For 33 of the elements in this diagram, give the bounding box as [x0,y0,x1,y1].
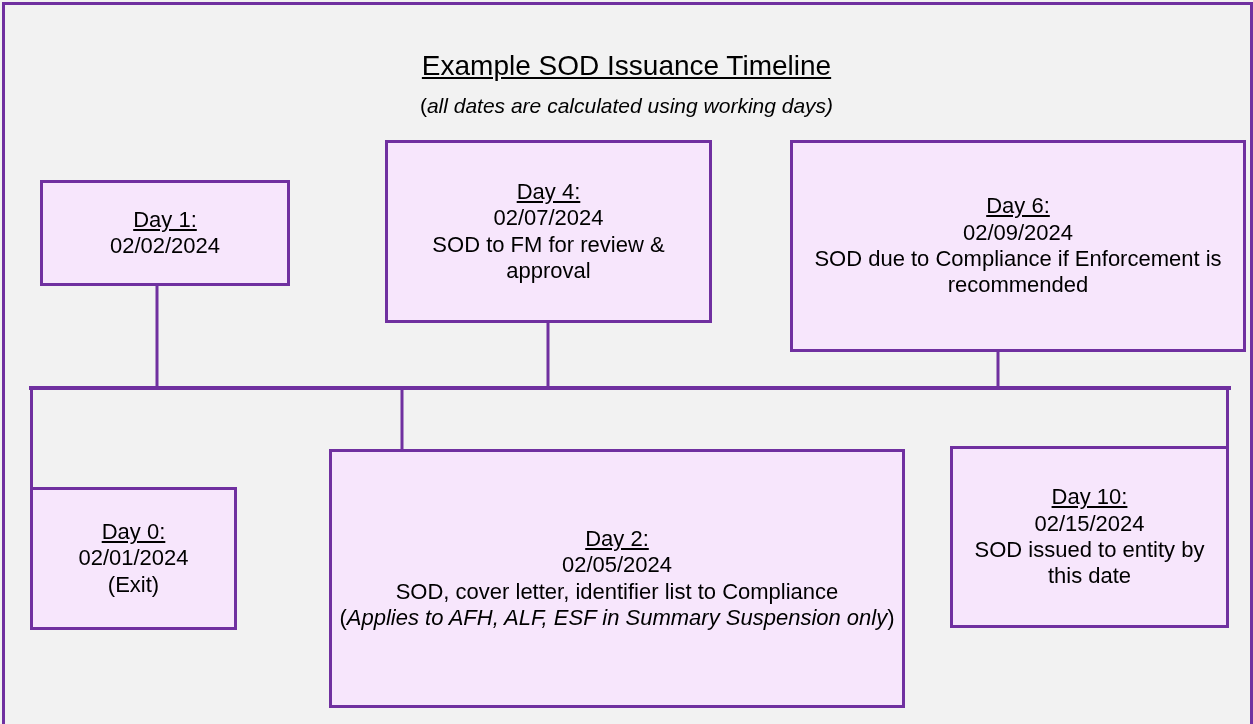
connector-line [996,352,1000,386]
date-box [30,487,237,630]
day-label: Day 0: [101,518,166,546]
timeline-bar [29,386,1231,390]
description-text: SOD due to Compliance if Enforcement is recommended [813,246,1223,299]
connector-line [30,390,33,487]
connector-line [1226,390,1229,446]
description-text: 02/15/2024 [1034,510,1145,537]
connector-line [546,323,550,386]
date-box [329,449,905,708]
description-text: 02/02/2024 [109,233,221,260]
date-box [40,180,290,286]
description-text: SOD, cover letter, identifier list to Compliance [395,578,839,605]
day-label: Day 10: [1051,484,1128,511]
description-text: 02/09/2024 [962,219,1074,246]
description-text: 02/05/2024 [561,552,673,579]
date-box [385,140,712,323]
day-label: Day 4: [516,178,581,206]
description-text: SOD issued to entity by this date [973,537,1206,590]
description-text: 02/07/2024 [493,205,604,232]
day-label: Day 2: [585,525,649,553]
description-text: (Applies to AFH, ALF, ESF in Summary Suspension only) [339,604,895,632]
day-label: Day 1: [133,206,197,233]
day-label: Day 6: [986,193,1050,220]
description-text: (Exit) [107,571,160,599]
connector-line [155,286,159,386]
subtitle: (all dates are calculated using working days) [419,94,834,118]
description-text: SOD to FM for review & approval [431,231,666,285]
description-text: 02/01/2024 [78,545,189,572]
date-box [950,446,1229,628]
title: Example SOD Issuance Timeline [420,50,833,82]
connector-line [400,390,404,449]
date-box [790,140,1246,352]
